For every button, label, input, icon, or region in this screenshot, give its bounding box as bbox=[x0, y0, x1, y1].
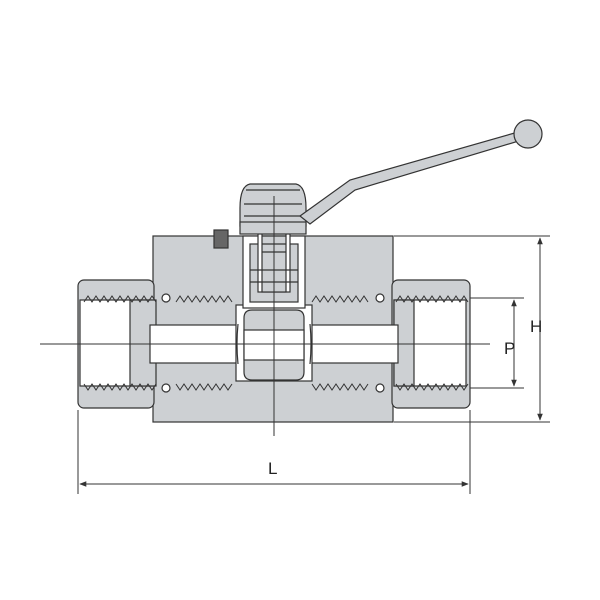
lever-handle bbox=[299, 119, 543, 225]
port-label: P bbox=[504, 339, 515, 358]
seal-ring-top-right bbox=[375, 293, 385, 303]
thread-left-upper bbox=[83, 295, 157, 303]
thread-right-lower bbox=[395, 383, 469, 391]
thread-body-left-upper bbox=[175, 295, 233, 303]
thread-body-right-upper bbox=[311, 295, 369, 303]
thread-body-left-lower bbox=[175, 383, 233, 391]
seal-ring-bottom-right bbox=[375, 383, 385, 393]
stem-nut bbox=[239, 183, 307, 235]
set-screw bbox=[213, 229, 229, 249]
thread-left-lower bbox=[83, 383, 157, 391]
length-label: L bbox=[268, 459, 277, 478]
thread-right-upper bbox=[395, 295, 469, 303]
seal-ring-top-left bbox=[161, 293, 171, 303]
height-label: H bbox=[530, 317, 542, 336]
seal-ring-bottom-left bbox=[161, 383, 171, 393]
thread-body-right-lower bbox=[311, 383, 369, 391]
